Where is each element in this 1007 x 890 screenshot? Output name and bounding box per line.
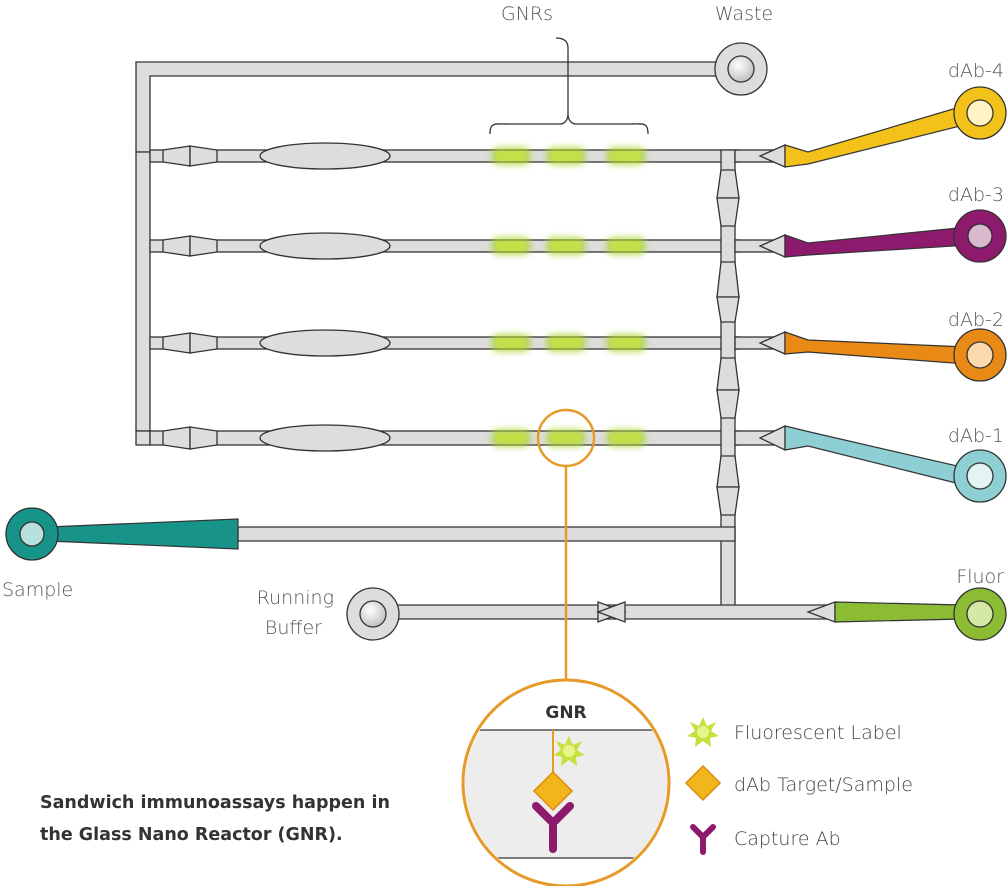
caption-line2: the Glass Nano Reactor (GNR). [40, 825, 343, 845]
running-buffer-port[interactable] [346, 587, 400, 641]
left-manifold-corner [135, 430, 151, 446]
assay-channel-1 [149, 424, 741, 452]
gnr-reactor [546, 237, 586, 255]
label-buffer: Buffer [265, 617, 322, 639]
waste-channel [135, 61, 736, 153]
legend-fluorescent-label: Fluorescent Label [734, 722, 902, 744]
gnr-reactor [546, 147, 586, 165]
gnr-reactor [491, 429, 531, 447]
waste-port[interactable] [714, 42, 768, 96]
label-running: Running [257, 587, 334, 609]
gnr-reactor [491, 237, 531, 255]
label-dab4: dAb-4 [948, 60, 1004, 82]
inset-title: GNR [545, 703, 586, 723]
legend: Fluorescent Label dAb Target/Sample Capt… [684, 717, 913, 855]
gnr-reactor [491, 147, 531, 165]
label-gnrs: GNRs [501, 3, 553, 25]
dab2-inlet[interactable] [784, 328, 1007, 382]
inset-capture-ab [532, 802, 574, 853]
sample-inlet[interactable] [5, 507, 239, 561]
caption-line1: Sandwich immunoassays happen in [40, 793, 390, 813]
dab1-inlet[interactable] [784, 425, 1007, 503]
label-fluor: Fluor [956, 566, 1004, 588]
gnr-reactors [491, 147, 646, 447]
inset-fluorescent-star [553, 736, 585, 766]
label-dab3: dAb-3 [948, 184, 1004, 206]
assay-channel-4 [149, 142, 741, 170]
label-waste: Waste [715, 3, 773, 25]
assay-channel-2 [149, 329, 741, 357]
label-sample: Sample [2, 579, 73, 601]
capture-ab-icon [690, 824, 716, 855]
dab4-inlet[interactable] [784, 86, 1007, 168]
gnr-reactor [606, 334, 646, 352]
label-dab1: dAb-1 [948, 425, 1004, 447]
manifold-valves [716, 169, 740, 516]
fluor-inlet[interactable] [834, 587, 1007, 641]
gnr-inset: GNR [461, 678, 671, 888]
gnr-reactor [546, 334, 586, 352]
legend-dab-target: dAb Target/Sample [734, 774, 913, 796]
legend-capture-ab: Capture Ab [734, 828, 841, 850]
inset-target-diamond [532, 770, 574, 812]
left-manifold [135, 151, 151, 432]
gnr-reactor [606, 147, 646, 165]
label-dab2: dAb-2 [948, 309, 1004, 331]
gnr-reactor [606, 237, 646, 255]
channel-network [135, 61, 986, 623]
sample-channel [237, 526, 736, 542]
gnr-highlight [536, 408, 596, 684]
assay-channel-3 [149, 232, 741, 260]
gnr-reactor [606, 429, 646, 447]
gnr-reactor [546, 429, 586, 447]
gnrs-bracket [489, 37, 649, 135]
dab-target-icon [684, 764, 722, 802]
dab3-inlet[interactable] [784, 209, 1007, 263]
gnr-reactor [491, 334, 531, 352]
fluorescent-label-icon [687, 717, 719, 747]
